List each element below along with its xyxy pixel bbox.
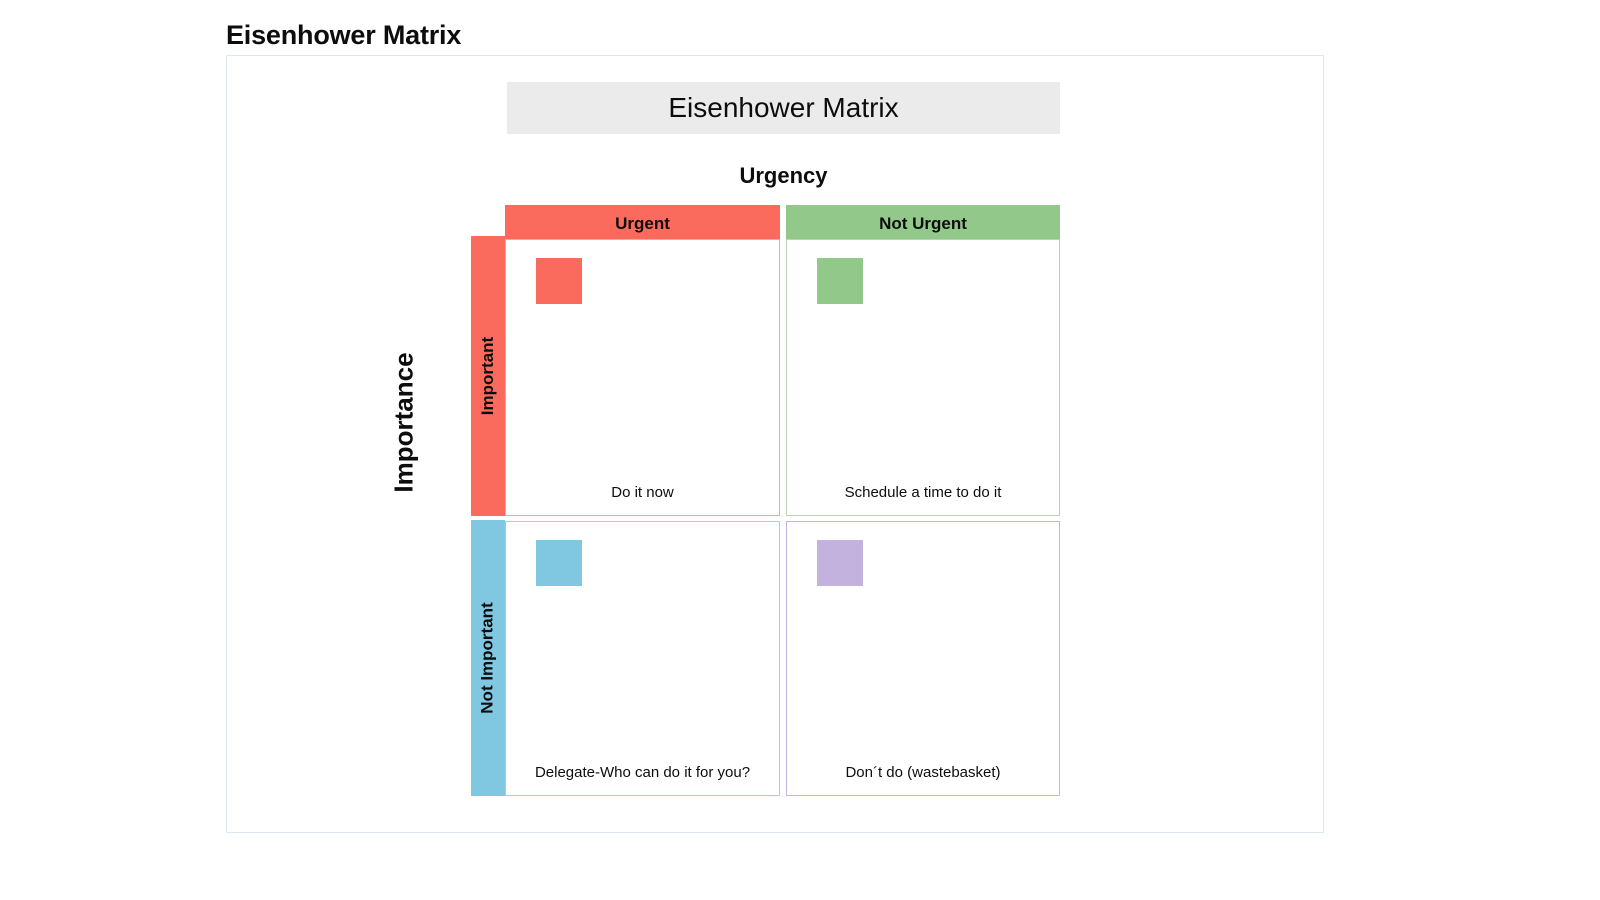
quadrant-not-important-urgent[interactable]: Delegate-Who can do it for you? [505, 521, 780, 796]
quadrant-caption: Don´t do (wastebasket) [845, 764, 1001, 781]
quadrant-caption: Schedule a time to do it [844, 484, 1002, 501]
page-title: Eisenhower Matrix [226, 20, 462, 50]
quadrant-important-not-urgent[interactable]: Schedule a time to do it [786, 239, 1060, 516]
row-header-not-important: Not Important [471, 520, 505, 796]
quadrant-not-important-not-urgent[interactable]: Don´t do (wastebasket) [786, 521, 1060, 796]
row-header-important: Important [471, 236, 505, 516]
quadrant-important-urgent[interactable]: Do it now [505, 239, 780, 516]
row-header-important-label: Important [478, 336, 498, 416]
note-chip-icon [817, 540, 863, 586]
diagram-title-banner: Eisenhower Matrix [507, 82, 1060, 134]
note-chip-icon [817, 258, 863, 304]
note-chip-icon [536, 258, 582, 304]
note-chip-icon [536, 540, 582, 586]
y-axis-label-importance: Importance [388, 352, 419, 493]
row-header-not-important-label: Not Important [478, 602, 497, 714]
quadrant-caption: Delegate-Who can do it for you? [534, 764, 751, 781]
column-header-urgent: Urgent [505, 205, 780, 242]
column-header-not-urgent: Not Urgent [786, 205, 1060, 242]
x-axis-label-urgency: Urgency [739, 163, 828, 188]
quadrant-caption: Do it now [611, 484, 674, 501]
